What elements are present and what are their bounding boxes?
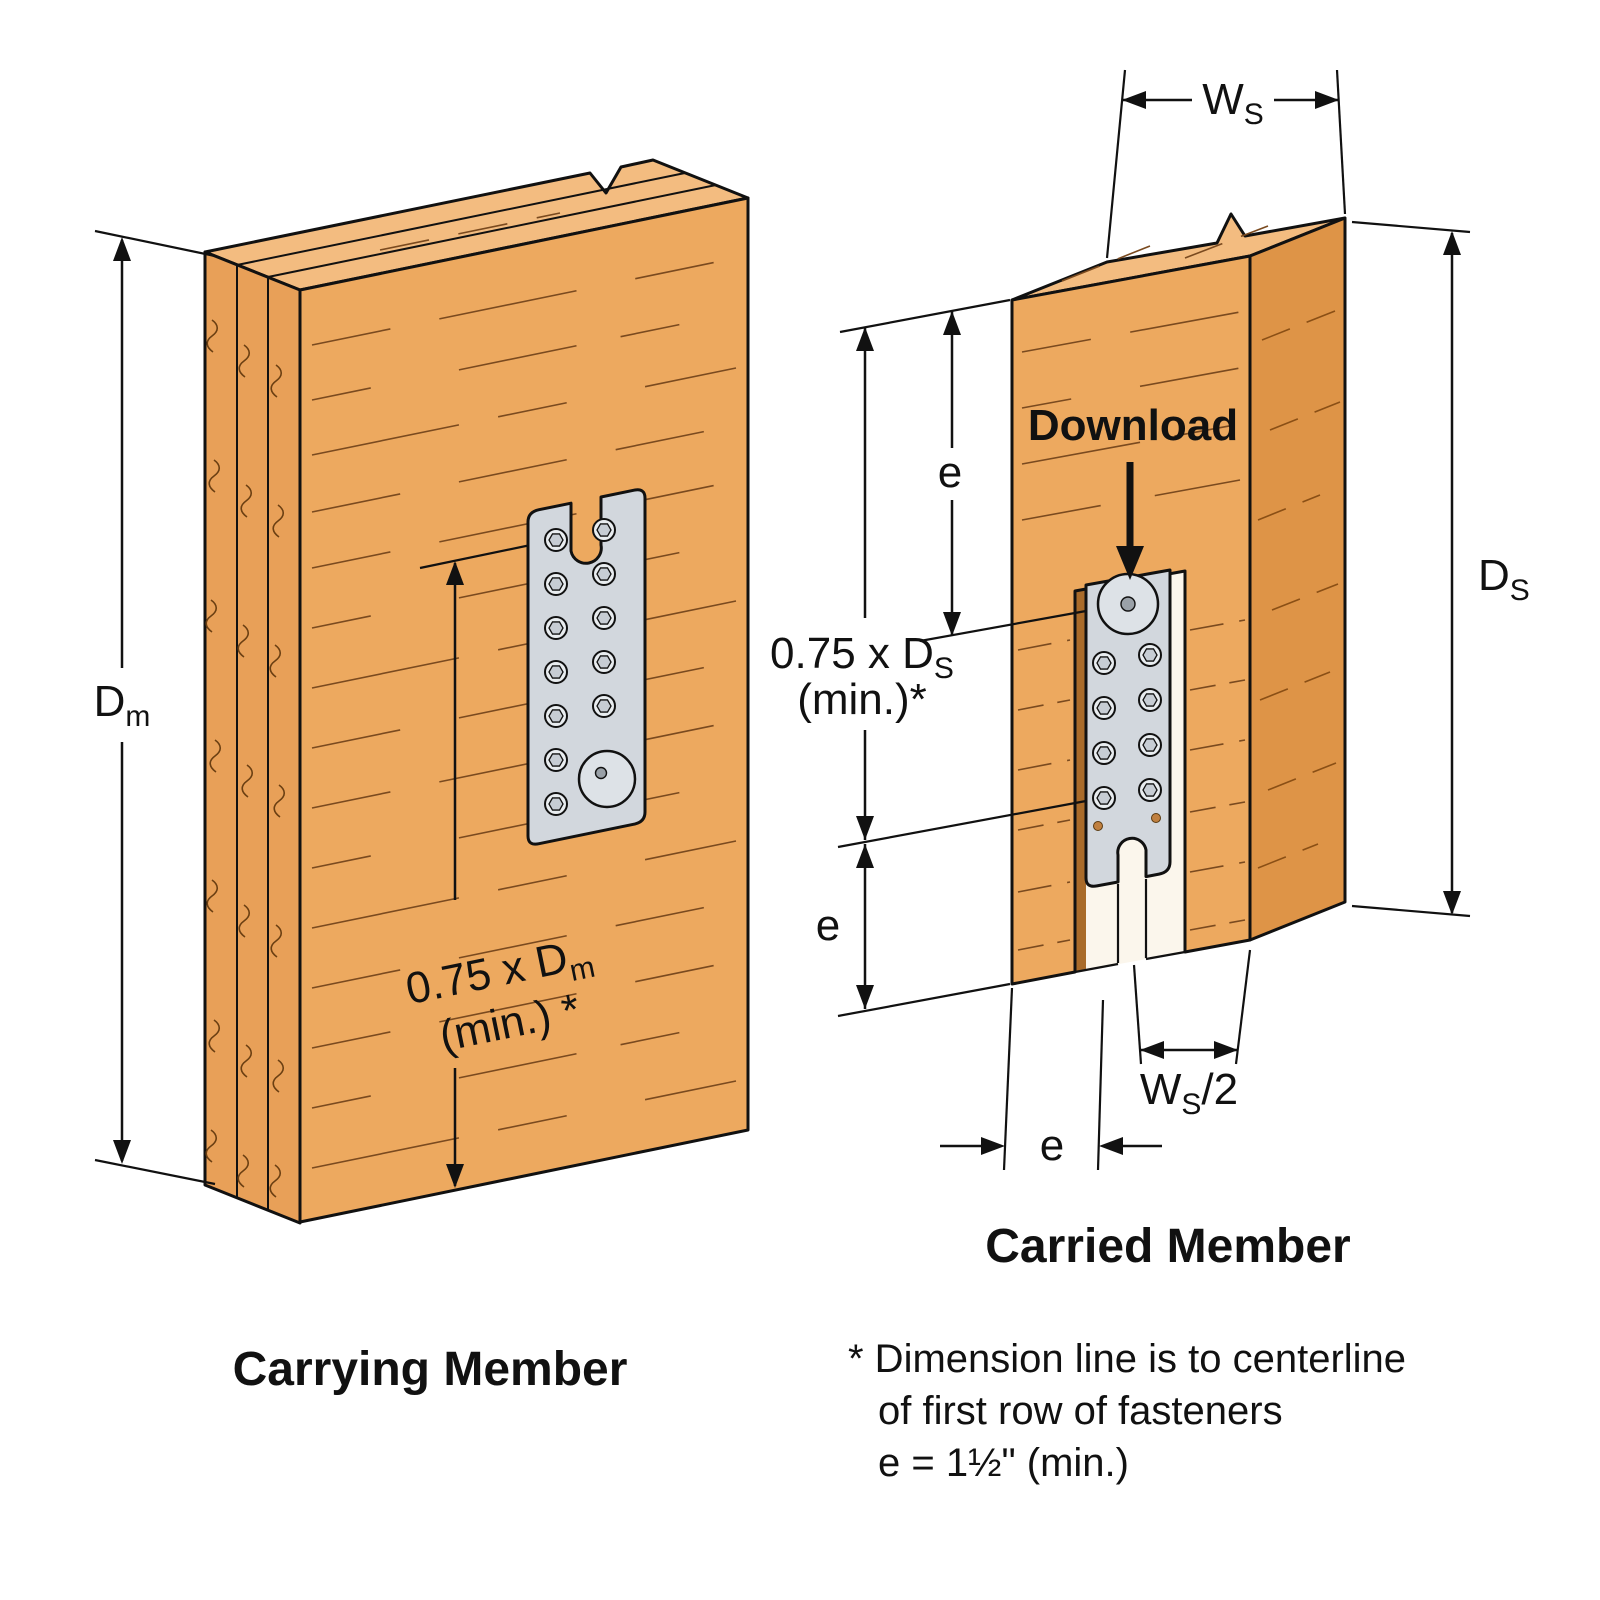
dim-e-left: e (816, 844, 874, 1009)
carrying-top-ply-joint-lines (236, 172, 717, 278)
dim-075ds-label-line2: (min.)* (797, 675, 927, 724)
carrying-ply-divider-lines (236, 265, 269, 1211)
dim-dm: Dm (94, 229, 216, 1186)
carried-top-grain (1061, 225, 1269, 282)
dowel-pin-center (594, 766, 608, 780)
pin-washer-hole (1120, 596, 1136, 612)
carrying-end-face (203, 250, 302, 1225)
dim-ds-label: DS (1478, 551, 1530, 607)
first-fastener-row-tick (419, 540, 546, 570)
carried-member-illustration: WS DS e (770, 69, 1530, 1273)
dowel-pin (577, 749, 637, 809)
carried-member-title: Carried Member (985, 1220, 1350, 1273)
plate-nail-hole-left (1093, 821, 1103, 831)
carrying-front-grain (311, 257, 737, 1169)
download-annotation: Download (1028, 401, 1238, 580)
dim-e-top-label: e (938, 448, 962, 497)
dim-ds: DS (1351, 220, 1530, 918)
carried-front-face (1010, 254, 1252, 986)
dim-075dm: 0.75 x Dm (min.) * (402, 561, 598, 1188)
carrying-top-grain (379, 212, 561, 251)
hanger-plate-carried (1084, 568, 1172, 888)
dim-e-top: e (938, 311, 962, 636)
dim-dm-label: Dm (94, 677, 151, 733)
dim-e-bottom-label: e (1040, 1121, 1064, 1170)
dim-e-left-label: e (816, 901, 840, 950)
footnote-line1: * Dimension line is to centerline (848, 1337, 1406, 1381)
carrying-member-title: Carrying Member (233, 1343, 628, 1396)
slot-left-wall (1075, 589, 1086, 972)
footnote: * Dimension line is to centerline of fir… (848, 1337, 1406, 1485)
kerf-slot-lines (1074, 879, 1186, 974)
plate-nail-hole-right (1151, 813, 1161, 823)
dim-075ds: 0.75 x DS (min.)* (770, 327, 954, 840)
dim-ws-label: WS (1202, 75, 1264, 131)
download-arrow-head (1116, 546, 1144, 580)
dim-ws2: WS/2 (1132, 949, 1252, 1121)
dim-075ds-label-line1: 0.75 x DS (770, 629, 954, 685)
footnote-line2: of first row of fasteners (878, 1389, 1283, 1433)
dim-ws: WS (1105, 69, 1347, 259)
dim-ws2-label: WS/2 (1140, 1065, 1238, 1121)
footnote-line3: e = 1½" (min.) (878, 1441, 1129, 1485)
download-label: Download (1028, 401, 1238, 450)
carrying-member-illustration: Dm 0.75 x Dm (min.) * Carrying Member (94, 158, 750, 1396)
carried-end-face (1248, 216, 1347, 942)
carried-extension-lines (837, 298, 1087, 1018)
carried-end-grain (1257, 310, 1341, 869)
carrying-front-face (298, 196, 750, 1224)
dim-e-bottom: e (940, 987, 1162, 1171)
hanger-plate-carrying (526, 488, 647, 846)
carried-front-grain (1017, 311, 1246, 951)
